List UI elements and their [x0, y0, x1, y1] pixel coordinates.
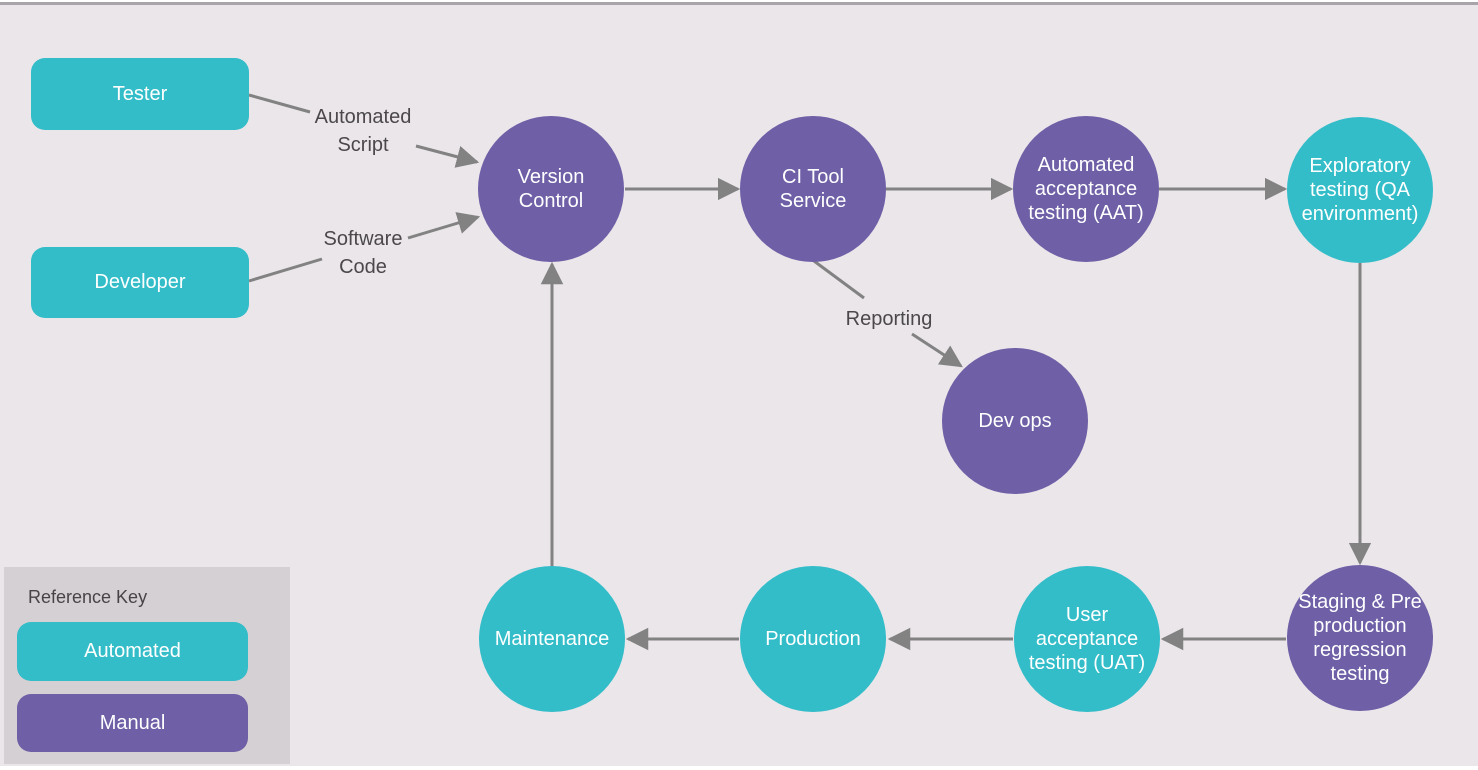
- reference-key-panel: Reference Key Automated Manual: [4, 567, 290, 764]
- node-user-acceptance-testing: User acceptance testing (UAT): [1014, 566, 1160, 712]
- node-tester: Tester: [31, 58, 249, 130]
- node-ci-tool-service-label: CI Tool Service: [779, 166, 847, 212]
- node-automated-acceptance-testing-label: Automated acceptance testing (AAT): [1028, 154, 1144, 224]
- reference-key-title: Reference Key: [28, 587, 148, 607]
- legend-item-automated-label: Automated: [84, 640, 181, 662]
- node-dev-ops: Dev ops: [942, 348, 1088, 494]
- node-staging-regression-testing-label: Staging & Pre production regression test…: [1298, 591, 1422, 685]
- legend-item-automated: Automated: [17, 622, 248, 681]
- bottom-white-strip: [0, 766, 1478, 770]
- edge-tester-to-label: [248, 93, 311, 114]
- node-maintenance-label: Maintenance: [494, 628, 610, 650]
- top-white-strip: [0, 0, 1478, 2]
- node-staging-regression-testing: Staging & Pre production regression test…: [1287, 565, 1433, 711]
- edge-label-to-version-control-upper: [415, 144, 480, 168]
- node-developer-label: Developer: [94, 271, 186, 293]
- node-exploratory-testing-label: Exploratory testing (QA environment): [1301, 155, 1419, 225]
- node-dev-ops-label: Dev ops: [978, 410, 1052, 432]
- node-ci-tool-service: CI Tool Service: [740, 116, 886, 262]
- edge-ci-to-reporting-label: [813, 259, 865, 300]
- node-automated-acceptance-testing: Automated acceptance testing (AAT): [1013, 116, 1159, 262]
- node-developer: Developer: [31, 247, 249, 318]
- node-version-control: Version Control: [478, 116, 624, 262]
- legend-item-manual-label: Manual: [99, 711, 166, 734]
- edge-developer-to-label: [248, 257, 323, 283]
- edge-label-reporting: Reporting: [845, 308, 933, 330]
- node-exploratory-testing: Exploratory testing (QA environment): [1287, 117, 1433, 263]
- edge-label-to-version-control-lower: [407, 212, 481, 240]
- node-production-label: Production: [765, 628, 861, 650]
- node-tester-label: Tester: [112, 82, 168, 105]
- legend-item-manual: Manual: [17, 694, 248, 752]
- edge-label-automated-script: Automated Script: [314, 106, 412, 156]
- node-version-control-label: Version Control: [517, 166, 585, 212]
- node-production: Production: [740, 566, 886, 712]
- node-maintenance: Maintenance: [479, 566, 625, 712]
- edge-label-software-code: Software Code: [323, 228, 403, 278]
- node-user-acceptance-testing-label: User acceptance testing (UAT): [1028, 604, 1146, 674]
- top-border-line: [0, 2, 1478, 5]
- edge-reporting-label-to-devops: [911, 332, 963, 368]
